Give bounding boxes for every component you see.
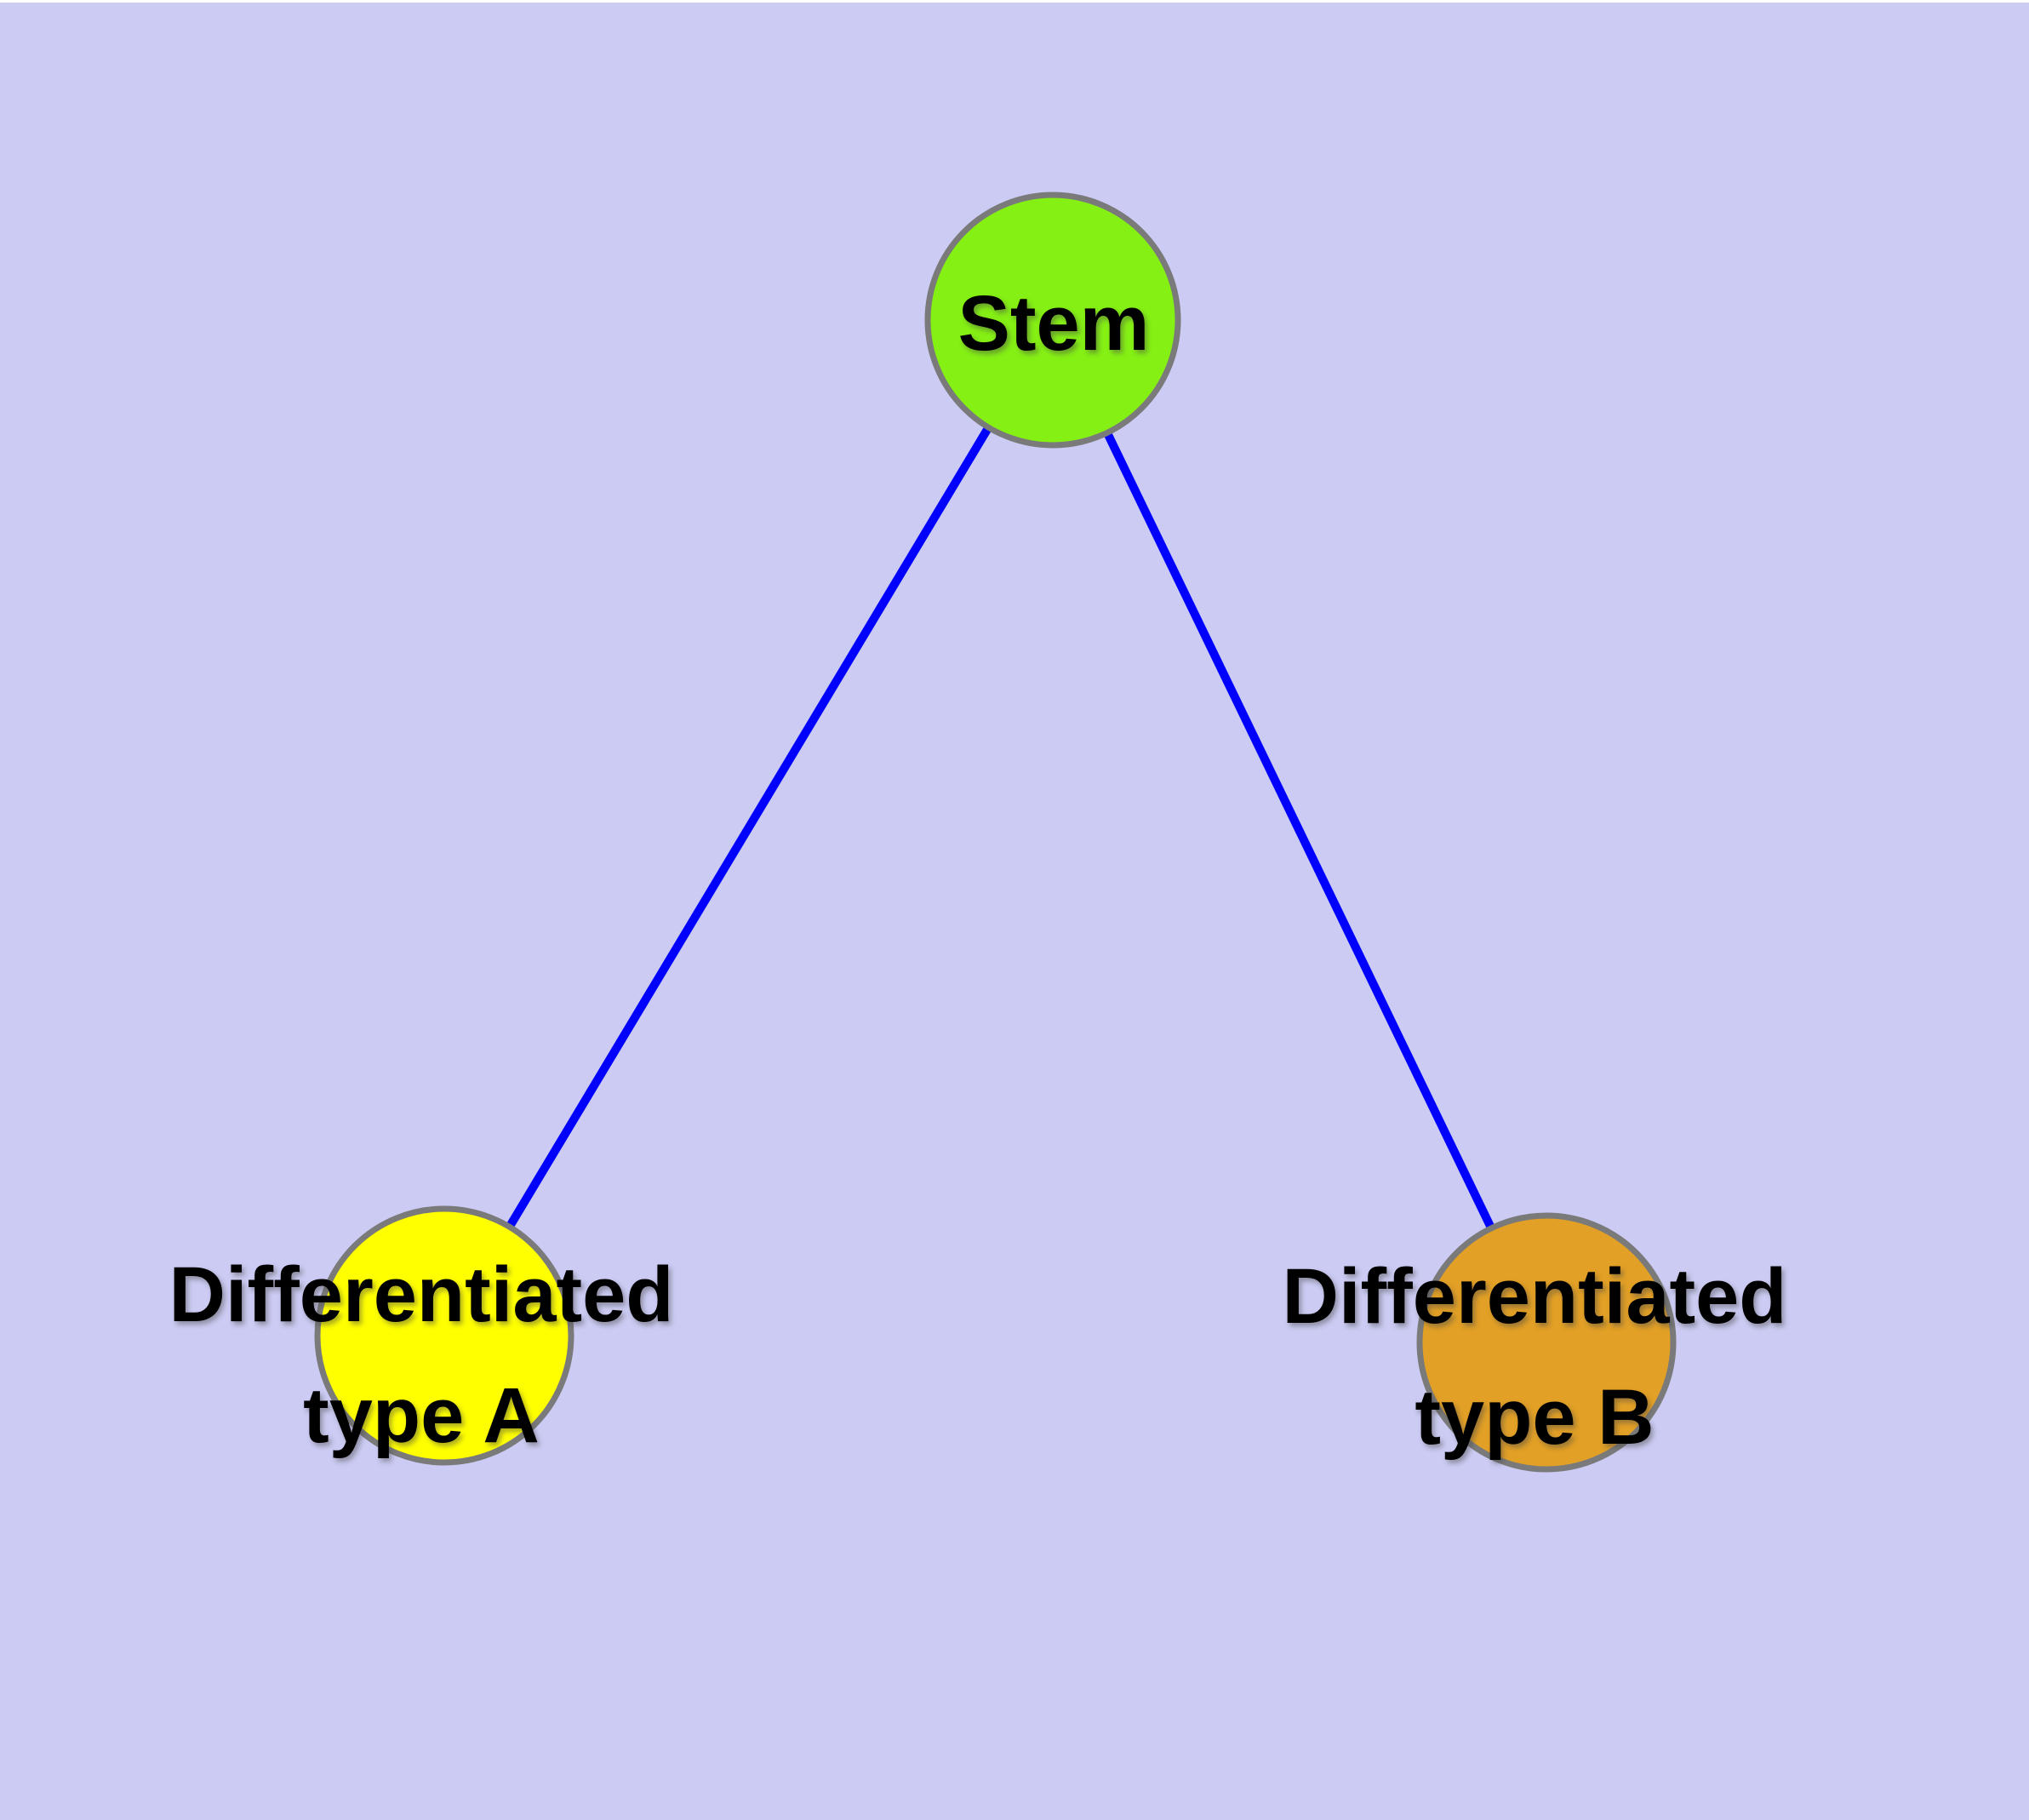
node-label-type-b-line1: Differentiated <box>1282 1253 1787 1340</box>
edge-stem-to-type-b <box>1049 318 1551 1345</box>
node-stem <box>924 192 1181 449</box>
node-label-type-b-line2: type B <box>1415 1374 1655 1461</box>
node-differentiated-type-b <box>1416 1212 1677 1473</box>
node-label-type-a-line2: type A <box>303 1372 540 1459</box>
diagram-canvas: Stem Differentiated type A Differentiate… <box>0 3 2029 1820</box>
node-differentiated-type-a <box>314 1205 574 1466</box>
node-label-type-a-line1: Differentiated <box>169 1251 674 1338</box>
node-label-stem: Stem <box>958 263 1150 384</box>
edge-stem-to-type-a <box>440 318 1057 1338</box>
node-label-type-b: Differentiated type B <box>1283 1236 1787 1478</box>
node-label-stem-line1: Stem <box>957 280 1150 367</box>
node-label-type-a: Differentiated type A <box>169 1234 674 1476</box>
graph-svg <box>0 3 2029 1820</box>
